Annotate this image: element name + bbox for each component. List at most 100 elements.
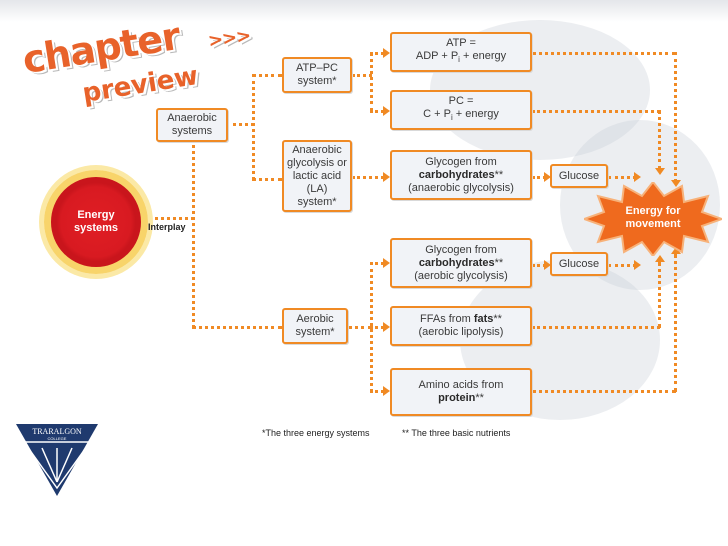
- connector: [658, 262, 661, 328]
- output-text: Energy for movement: [625, 205, 681, 230]
- ffa-fats-box: FFAs from fats** (aerobic lipolysis): [390, 306, 532, 346]
- energy-burst-icon: [584, 182, 722, 256]
- footnote-marker: **: [494, 168, 504, 181]
- nutrient-name: fats: [473, 313, 494, 325]
- connector: [148, 217, 194, 220]
- connector: [608, 264, 636, 267]
- glucose-box-anaerobic: Glucose: [550, 164, 608, 188]
- chevron-arrows-icon: >>>: [206, 25, 252, 52]
- atp-equation-line1: ATP =: [446, 37, 476, 50]
- connector: [192, 140, 195, 328]
- glycogen-aerobic-box: Glycogen from carbohydrates** (aerobic g…: [390, 238, 532, 288]
- arrow-right-icon: [383, 258, 390, 268]
- atp-equation-line2: ADP + Pi + energy: [416, 50, 506, 66]
- connector: [252, 74, 255, 180]
- connector: [608, 176, 636, 179]
- fuel-nutrient: carbohydrates**: [414, 257, 508, 270]
- connector: [532, 326, 660, 329]
- connector: [658, 110, 661, 170]
- connector: [252, 178, 282, 181]
- footnote-nutrients: ** The three basic nutrients: [402, 428, 511, 438]
- arrow-up-icon: [671, 247, 681, 254]
- atp-equation-box: ATP = ADP + Pi + energy: [390, 32, 532, 72]
- connector: [532, 52, 676, 55]
- connector: [226, 123, 254, 126]
- connector: [370, 110, 384, 113]
- aerobic-system-label: Aerobic system*: [295, 313, 335, 338]
- fuel-label: Amino acids from: [418, 379, 504, 391]
- connector: [674, 52, 677, 182]
- fuel-process: (aerobic glycolysis): [414, 269, 508, 282]
- nutrient-name: protein: [438, 392, 476, 404]
- arrow-up-icon: [655, 255, 665, 262]
- connector: [370, 326, 384, 329]
- connector: [674, 254, 677, 392]
- connector: [370, 52, 373, 112]
- fuel-label: Glycogen from: [425, 155, 497, 168]
- amino-protein-box: Amino acids from protein**: [390, 368, 532, 416]
- fuel-label: Glycogen from: [425, 243, 497, 256]
- interplay-label: Interplay: [148, 222, 186, 232]
- pc-equation-box: PC = C + Pi + energy: [390, 90, 532, 130]
- glycogen-anaerobic-box: Glycogen from carbohydrates** (anaerobic…: [390, 150, 532, 200]
- connector: [532, 390, 676, 393]
- connector: [370, 262, 384, 265]
- connector: [370, 390, 384, 393]
- nutrient-name: carbohydrates: [418, 168, 495, 181]
- pc-equation-subscript: i: [450, 113, 453, 123]
- energy-systems-label: Energy systems: [73, 209, 119, 234]
- connector: [252, 74, 282, 77]
- glucose-label: Glucose: [558, 257, 600, 270]
- lactic-acid-system-box: Anaerobic glycolysis or lactic acid (LA)…: [282, 140, 352, 212]
- footnote-marker: **: [493, 313, 502, 325]
- arrow-down-icon: [655, 168, 665, 175]
- footnote-systems: *The three energy systems: [262, 428, 370, 438]
- glucose-label: Glucose: [558, 169, 600, 182]
- connector: [348, 326, 372, 329]
- glucose-box-aerobic: Glucose: [550, 252, 608, 276]
- traralgon-college-logo: TRARALGON COLLEGE: [16, 424, 98, 496]
- atp-equation-part: ADP + P: [415, 50, 459, 63]
- logo-subtext: COLLEGE: [48, 436, 67, 441]
- connector: [532, 110, 660, 113]
- anaerobic-systems-label: Anaerobic systems: [167, 112, 217, 137]
- footnote-marker: **: [494, 256, 504, 269]
- arrow-right-icon: [383, 106, 390, 116]
- arrow-right-icon: [634, 260, 641, 270]
- pc-equation-part: + energy: [452, 108, 499, 121]
- atp-pc-system-label: ATP–PC system*: [296, 62, 338, 87]
- connector: [352, 176, 384, 179]
- logo-text: TRARALGON: [32, 427, 82, 436]
- arrow-right-icon: [634, 172, 641, 182]
- arrow-down-icon: [671, 180, 681, 187]
- nutrient-name: carbohydrates: [418, 256, 495, 269]
- energy-systems-node: Energy systems: [44, 170, 148, 274]
- arrow-right-icon: [383, 386, 390, 396]
- fuel-nutrient: FFAs from fats**: [419, 313, 504, 326]
- connector: [192, 326, 282, 329]
- fuel-process: (anaerobic glycolysis): [408, 181, 514, 194]
- arrow-right-icon: [383, 48, 390, 58]
- anaerobic-systems-box: Anaerobic systems: [156, 108, 228, 142]
- atp-pc-system-box: ATP–PC system*: [282, 57, 352, 93]
- aerobic-system-box: Aerobic system*: [282, 308, 348, 344]
- arrow-right-icon: [383, 322, 390, 332]
- fuel-nutrient: protein**: [419, 392, 504, 405]
- connector: [370, 52, 384, 55]
- arrow-right-icon: [544, 172, 551, 182]
- pc-equation-part: C + P: [423, 108, 451, 121]
- atp-equation-subscript: i: [458, 55, 460, 65]
- pc-equation-line1: PC =: [448, 95, 474, 108]
- arrow-right-icon: [544, 260, 551, 270]
- top-band: [0, 0, 728, 22]
- fuel-process: (aerobic lipolysis): [418, 326, 504, 338]
- connector: [532, 264, 546, 267]
- arrow-right-icon: [383, 172, 390, 182]
- footnote-marker: **: [475, 392, 484, 404]
- atp-equation-part: + energy: [459, 50, 507, 63]
- fuel-nutrient: carbohydrates**: [408, 169, 514, 182]
- connector: [352, 74, 372, 77]
- lactic-acid-system-label: Anaerobic glycolysis or lactic acid (LA)…: [287, 143, 347, 208]
- fuel-label: FFAs from: [420, 313, 474, 325]
